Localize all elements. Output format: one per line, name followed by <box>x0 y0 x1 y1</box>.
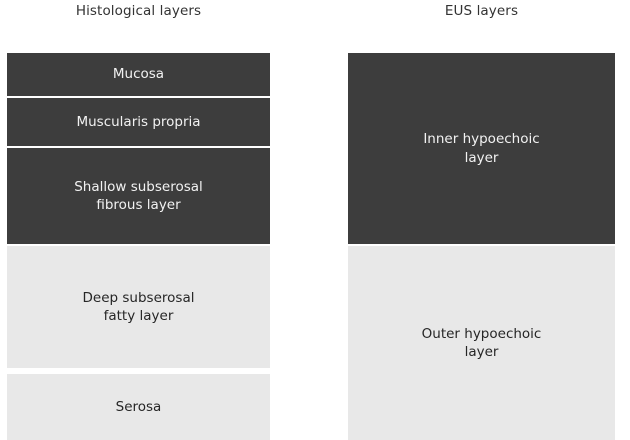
histological-column-title: Histological layers <box>75 3 202 19</box>
layer-label: Serosa <box>115 398 162 415</box>
layer-label: Muscularis propria <box>76 113 201 130</box>
eus-column-title: EUS layers <box>444 3 519 19</box>
layer-label: Inner hypoechoic layer <box>423 131 540 166</box>
layer-band-muscularis-propria: Muscularis propria <box>7 98 270 146</box>
layer-band-serosa: Serosa <box>7 374 270 440</box>
layer-band-mucosa: Mucosa <box>7 53 270 96</box>
eus-layer-stack: Inner hypoechoic layer Outer hypoechoic … <box>348 53 615 440</box>
layer-band-inner-hypoechoic: Inner hypoechoic layer <box>348 53 615 244</box>
layer-label: Outer hypoechoic layer <box>421 325 542 360</box>
histological-layer-stack: Mucosa Muscularis propria Shallow subser… <box>7 53 270 440</box>
layer-label: Deep subserosal fatty layer <box>82 289 195 324</box>
layer-label: Shallow subserosal fibrous layer <box>74 178 203 213</box>
layer-band-shallow-subserosal-fibrous: Shallow subserosal fibrous layer <box>7 148 270 244</box>
layer-label: Mucosa <box>112 66 165 83</box>
layer-band-outer-hypoechoic: Outer hypoechoic layer <box>348 246 615 440</box>
layer-band-deep-subserosal-fatty: Deep subserosal fatty layer <box>7 246 270 368</box>
